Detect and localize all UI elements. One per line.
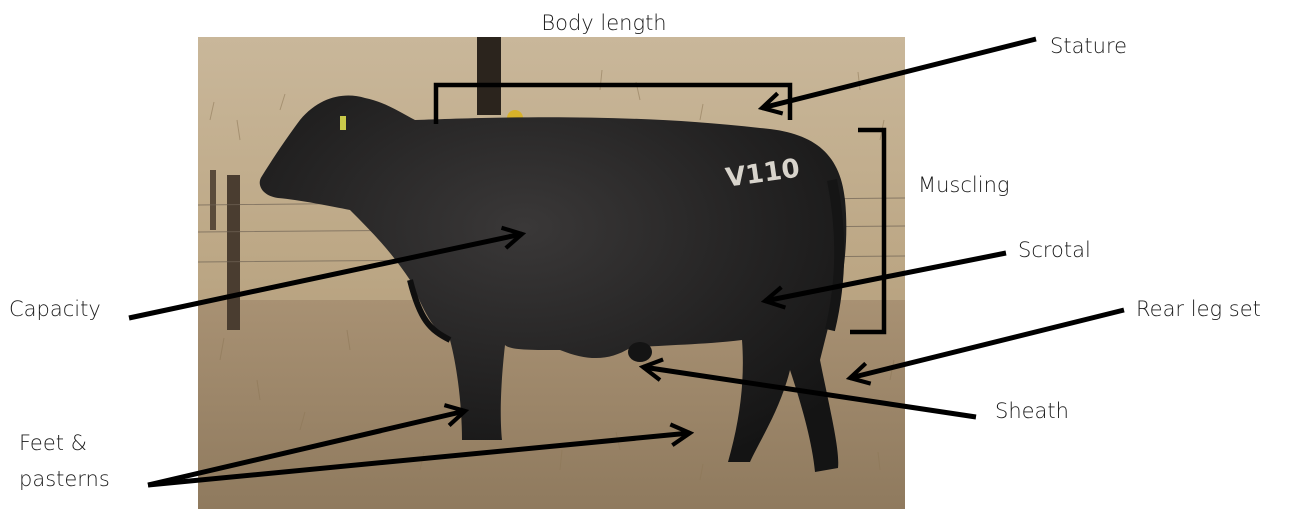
- rear-leg-set-label: Rear leg set: [1136, 297, 1261, 321]
- bull-photo: V110: [198, 37, 905, 509]
- capacity-label: Capacity: [9, 297, 101, 321]
- scrotal-label: Scrotal: [1018, 238, 1091, 262]
- feet-pasterns-label-line2: pasterns: [19, 467, 110, 491]
- body-length-label: Body length: [541, 11, 666, 35]
- sheath-label: Sheath: [995, 399, 1069, 423]
- muscling-label: Muscling: [918, 173, 1010, 197]
- stature-label: Stature: [1050, 34, 1127, 58]
- feet-pasterns-label-line1: Feet &: [19, 431, 87, 455]
